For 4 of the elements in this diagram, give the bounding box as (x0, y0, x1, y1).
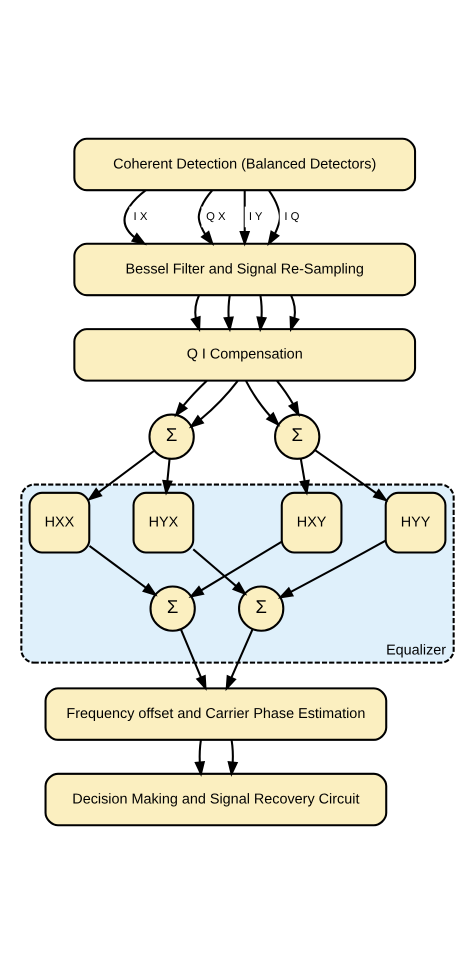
edge-label: I Q (284, 210, 299, 222)
edge-label: Q X (206, 210, 226, 222)
edge-label: I Y (248, 210, 262, 222)
edge-label: I X (133, 210, 147, 222)
